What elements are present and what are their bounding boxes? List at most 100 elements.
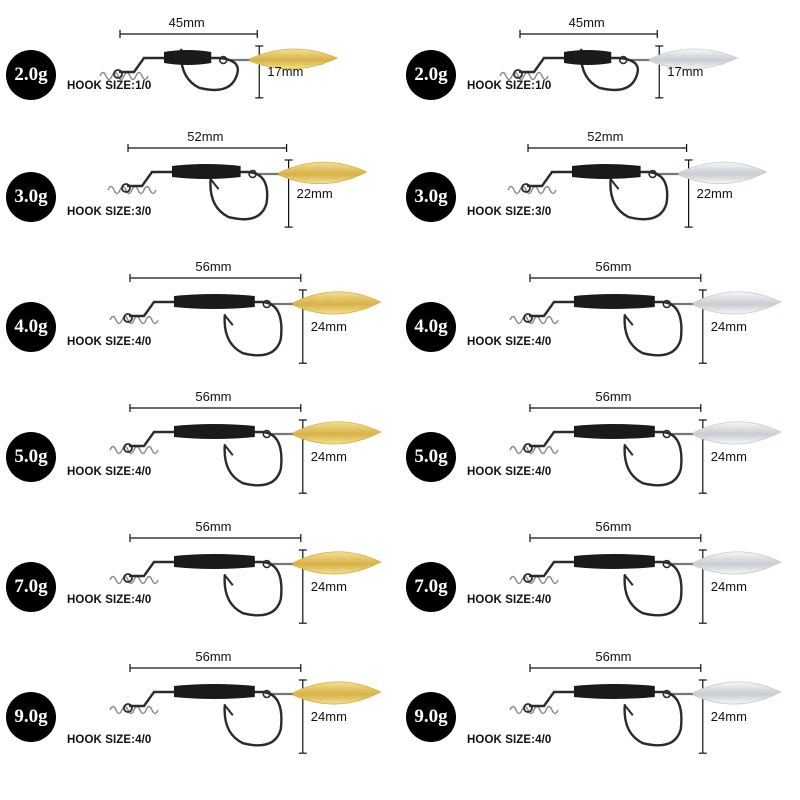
hook-size-label: HOOK SIZE:4/0: [67, 336, 152, 348]
hook-illustration: [109, 534, 382, 624]
blade-texture: [310, 54, 318, 60]
weight-badge: 2.0g: [406, 50, 456, 100]
blade-texture: [317, 174, 324, 180]
screw-lock-spring: [109, 705, 159, 715]
willow-blade: [646, 48, 739, 70]
screw-lock-spring: [109, 575, 159, 585]
blade-texture: [717, 174, 724, 180]
lead-weight: [174, 554, 255, 569]
blade-texture: [280, 54, 288, 60]
hook-barb: [624, 444, 634, 456]
blade-texture: [723, 298, 731, 304]
blade-texture: [665, 54, 673, 60]
hook-illustration: [509, 404, 782, 494]
blade-texture: [338, 428, 346, 434]
screw-lock-spring: [109, 315, 159, 325]
hook-wire: [528, 690, 683, 747]
hook-eye: [113, 69, 123, 79]
hook-wire: [518, 48, 640, 92]
hook-eye: [121, 183, 131, 193]
hook-size-label: HOOK SIZE:4/0: [67, 734, 152, 746]
blade-texture: [746, 564, 754, 570]
length-label: 52mm: [587, 129, 624, 144]
hook-illustration: [107, 144, 368, 228]
blade-texture: [753, 428, 761, 434]
blade-texture: [338, 558, 346, 564]
blade-texture: [738, 558, 746, 564]
weight-badge: 9.0g: [406, 692, 456, 742]
hook-illustration: [509, 274, 782, 364]
screw-lock-spring: [107, 185, 157, 195]
hook-eye: [123, 703, 133, 713]
hook-size-label: HOOK SIZE:4/0: [467, 336, 552, 348]
blade-texture: [753, 558, 761, 564]
blade-texture: [346, 694, 354, 700]
blade-texture: [331, 434, 339, 440]
weight-badge: 7.0g: [406, 562, 456, 612]
hook-wire: [128, 430, 283, 487]
blade-texture: [353, 428, 361, 434]
blade-texture: [702, 60, 710, 66]
blade-texture: [294, 168, 302, 174]
blade-texture: [701, 694, 709, 700]
willow-blade: [689, 551, 782, 575]
blade-texture: [332, 174, 339, 180]
length-label: 56mm: [595, 519, 632, 534]
hook-eye: [521, 183, 531, 193]
blade-texture: [331, 694, 339, 700]
lead-weight: [174, 424, 255, 439]
hook-barb: [624, 704, 634, 716]
blade-texture: [701, 304, 709, 310]
hook-eye: [123, 573, 133, 583]
blade-texture: [338, 298, 346, 304]
height-label: 24mm: [310, 448, 347, 464]
hook-size-label: HOOK SIZE:4/0: [67, 594, 152, 606]
height-label: 17mm: [267, 63, 304, 79]
blade-texture: [717, 60, 725, 66]
height-label: 24mm: [310, 708, 347, 724]
screw-lock-spring: [509, 705, 559, 715]
hook-illustration: [507, 144, 768, 228]
blade-texture: [361, 694, 369, 700]
blade-texture: [308, 558, 316, 564]
lead-weight: [574, 294, 655, 309]
length-label: 56mm: [195, 519, 232, 534]
lead-weight: [574, 424, 655, 439]
blade-texture: [738, 428, 746, 434]
weight-badge: 3.0g: [406, 172, 456, 222]
blade-texture: [353, 298, 361, 304]
willow-blade: [289, 681, 382, 705]
willow-blade: [289, 421, 382, 445]
hook-wire: [126, 170, 269, 221]
hook-size-label: HOOK SIZE:3/0: [67, 206, 152, 218]
blade-texture: [657, 60, 665, 66]
blade-texture: [731, 434, 739, 440]
hook-eye: [513, 69, 523, 79]
hook-eye: [523, 313, 533, 323]
blade-texture: [731, 694, 739, 700]
blade-texture: [301, 564, 309, 570]
screw-lock-spring: [507, 185, 557, 195]
blade-texture: [708, 428, 716, 434]
willow-blade: [689, 291, 782, 315]
blade-texture: [694, 168, 702, 174]
length-label: 56mm: [195, 389, 232, 404]
weight-badge: 9.0g: [6, 692, 56, 742]
blade-texture: [761, 694, 769, 700]
blade-texture: [316, 434, 324, 440]
length-label: 45mm: [168, 15, 205, 30]
blade-texture: [316, 304, 324, 310]
blade-texture: [323, 428, 331, 434]
hook-barb: [624, 574, 634, 586]
lead-weight: [564, 50, 612, 65]
height-label: 24mm: [710, 708, 747, 724]
hook-illustration: [109, 274, 382, 364]
blade-texture: [746, 304, 754, 310]
blade-texture: [339, 168, 347, 174]
blade-texture: [301, 434, 309, 440]
